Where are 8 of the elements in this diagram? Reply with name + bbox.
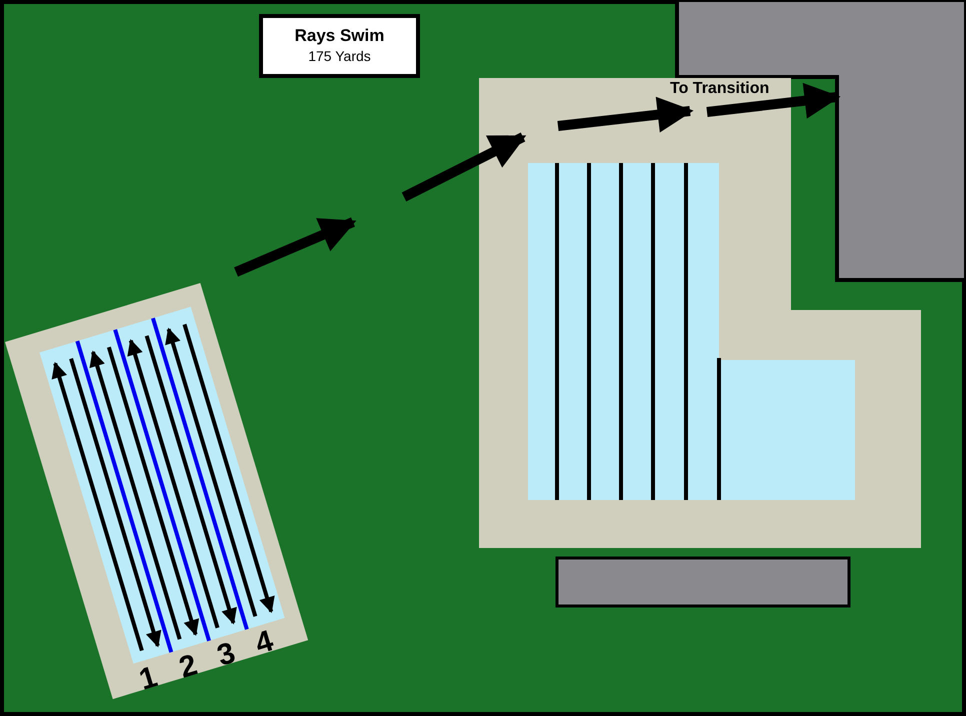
direction-label: To Transition: [670, 80, 770, 98]
title-text: Rays Swim: [294, 26, 386, 46]
distance-text: 175 Yards: [307, 47, 372, 66]
title-box: [259, 14, 420, 78]
lane-number: 4: [251, 624, 278, 662]
lane-number: 3: [213, 636, 240, 674]
lane-number: 2: [175, 648, 202, 686]
lane-number: 1: [135, 660, 162, 698]
